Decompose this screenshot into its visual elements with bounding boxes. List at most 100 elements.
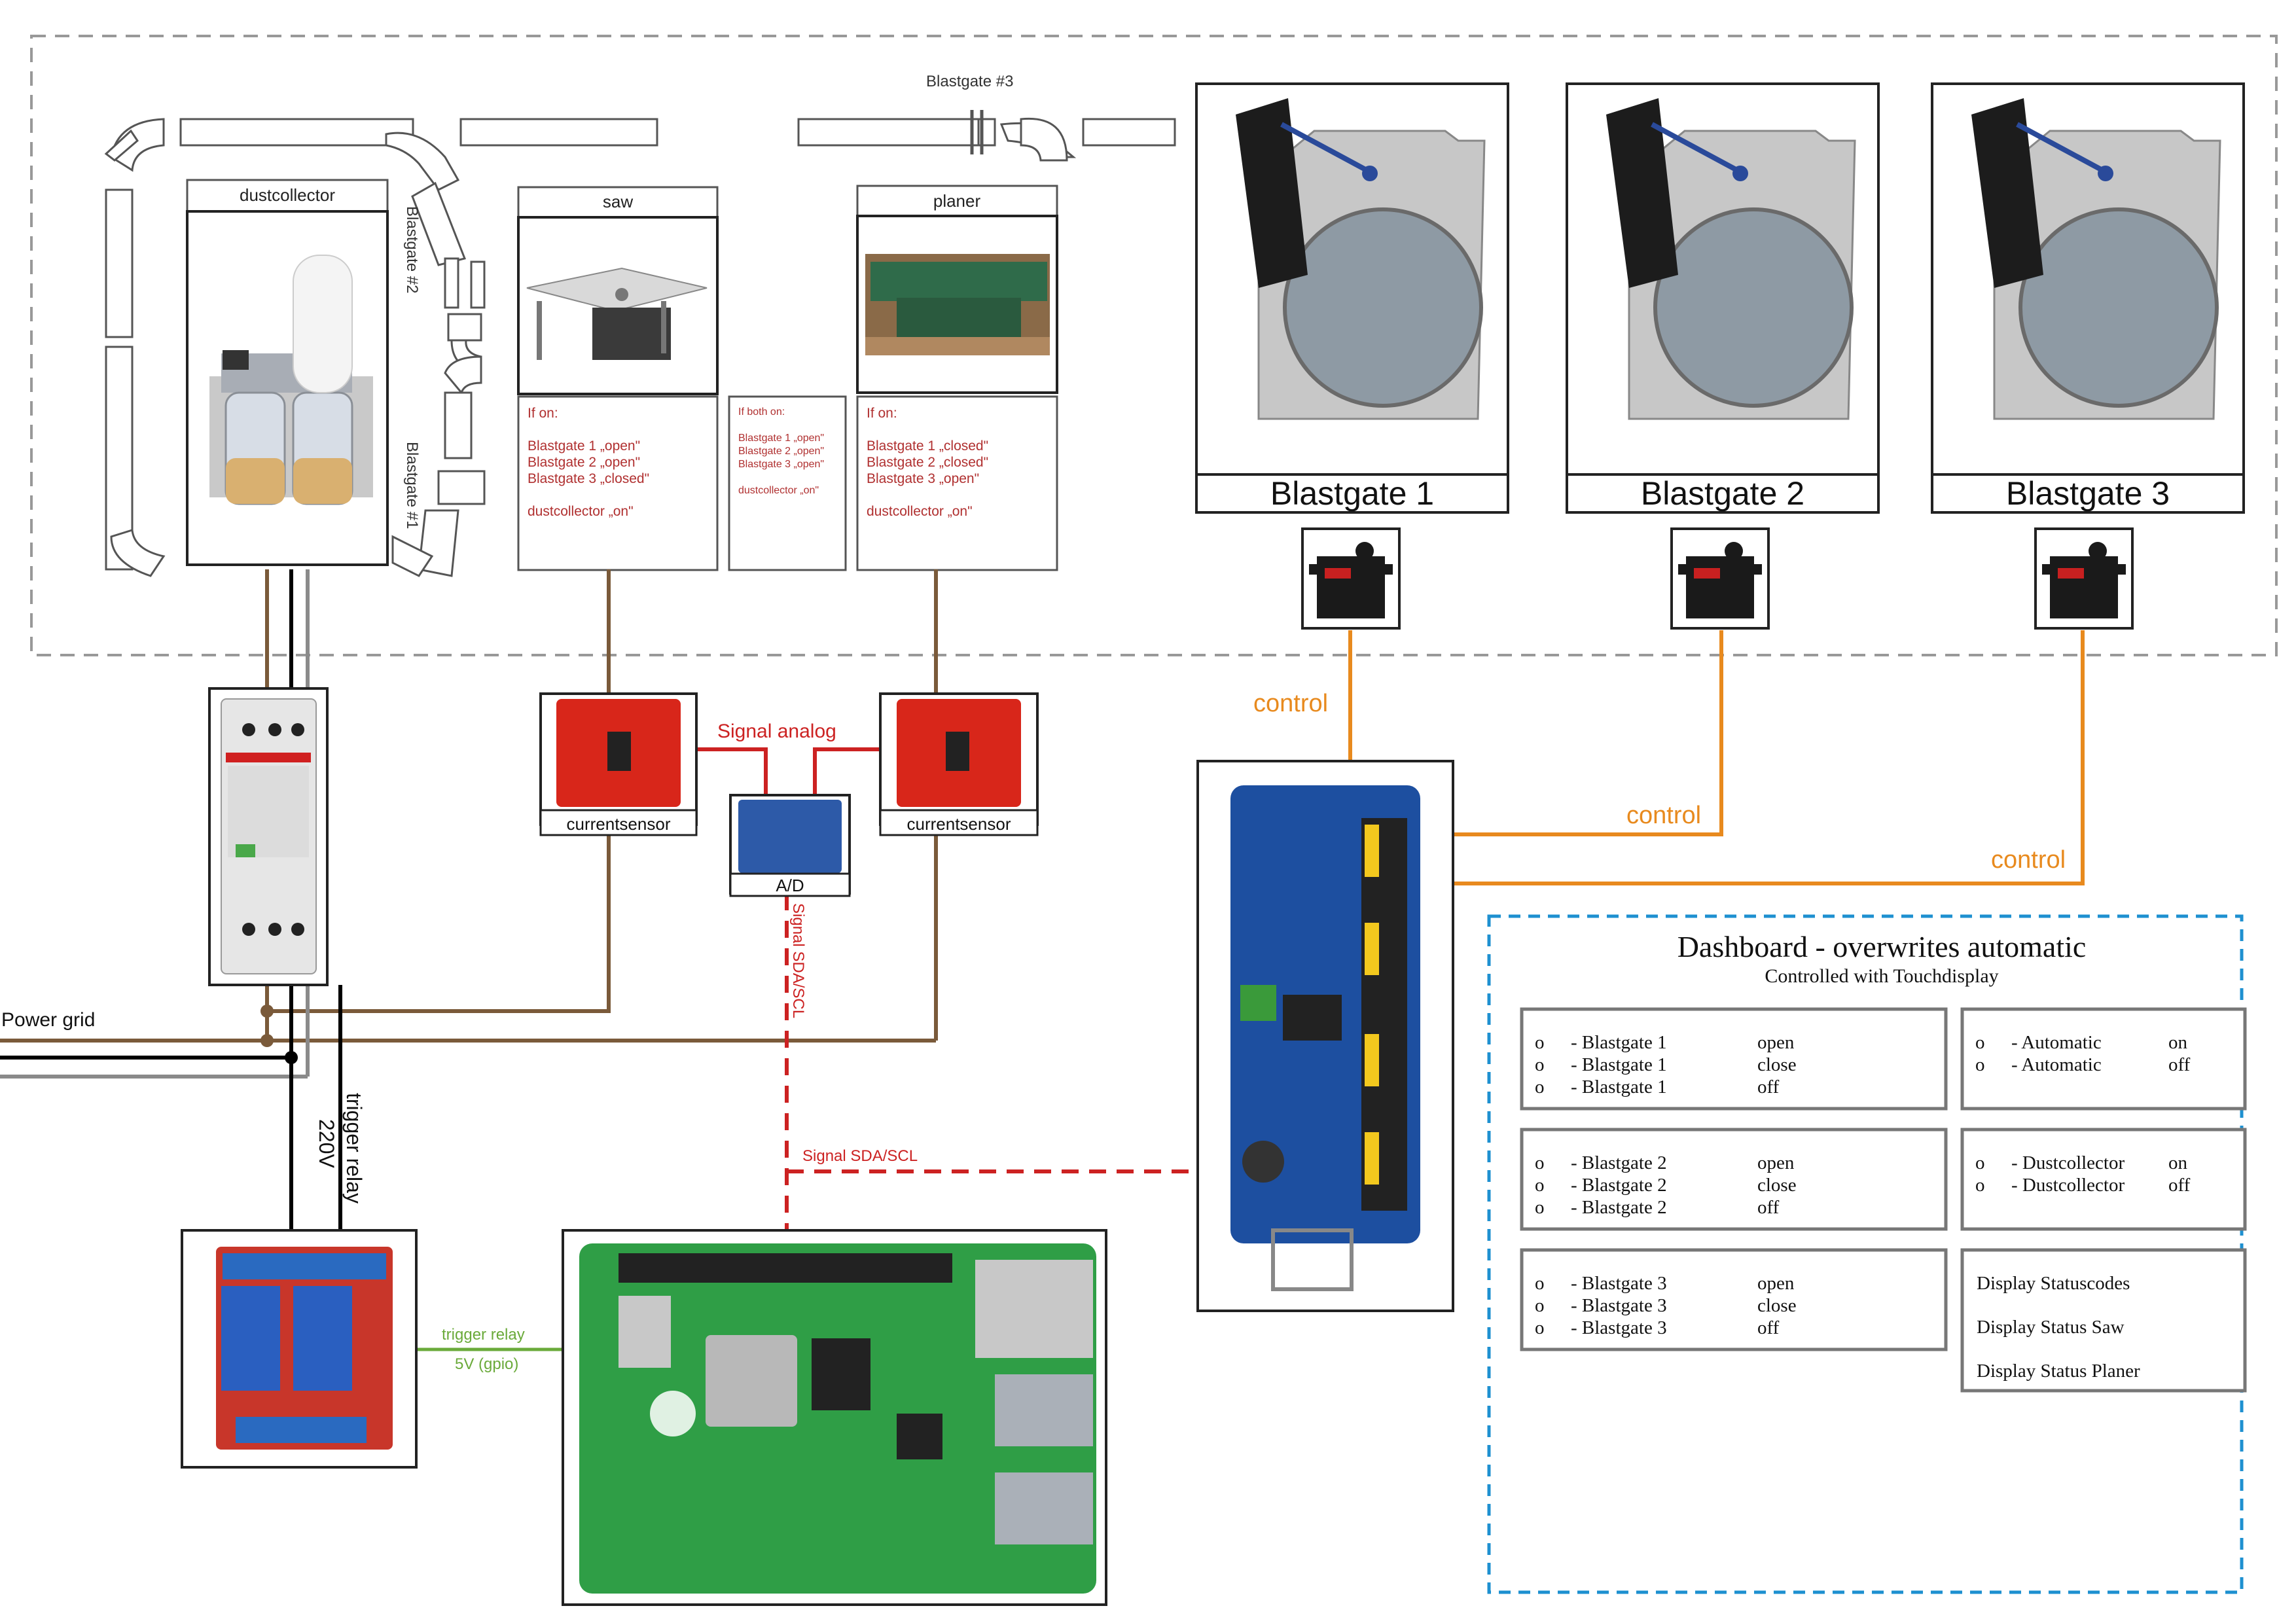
radio-bullet[interactable]: o [1535,1077,1545,1097]
planer-block: planer [856,185,1058,394]
relay [181,1229,418,1469]
logic-line: If on: [867,406,897,421]
dashboard-option[interactable]: o - Blastgate 3 off [1535,1317,1780,1338]
radio-bullet[interactable]: o [1975,1054,1985,1075]
radio-bullet[interactable]: o [1535,1054,1545,1075]
pca9685 [1196,760,1454,1312]
blastgate-2: Blastgate 2 [1566,82,1880,514]
option-name: - Blastgate 2 [1571,1152,1667,1173]
status-display-item[interactable]: Display Statuscodes [1977,1273,2130,1294]
dashboard-option[interactable]: o - Dustcollector on [1975,1152,2188,1173]
radio-bullet[interactable]: o [1535,1152,1545,1173]
logic-line [738,419,741,431]
servo-photo [1309,542,1393,618]
option-state: off [2168,1175,2191,1196]
label-trigger-relay-v: trigger relay [342,1093,366,1204]
option-name: - Blastgate 1 [1571,1032,1667,1053]
pca9685-board-photo [1230,785,1420,1291]
relay-board-photo [216,1247,393,1450]
radio-bullet[interactable]: o [1975,1032,1985,1053]
blastgate-label: Blastgate 1 [1270,475,1434,512]
radio-bullet[interactable]: o [1535,1273,1545,1294]
option-state: off [1757,1077,1780,1097]
label-signal-analog: Signal analog [717,721,836,742]
label-control-3: control [1991,846,2066,874]
radio-bullet[interactable]: o [1975,1152,1985,1173]
status-display-item[interactable]: Display Status Planer [1977,1361,2140,1382]
servo-1 [1301,527,1401,630]
dashboard-title: Dashboard - overwrites automatic [1677,930,2087,963]
radio-bullet[interactable]: o [1975,1175,1985,1196]
logic-line: Blastgate 1 „open" [738,433,824,444]
radio-bullet[interactable]: o [1535,1295,1545,1316]
contactor-photo [221,698,317,974]
logic-planer: If on: Blastgate 1 „closed"Blastgate 2 „… [856,395,1058,571]
label-control-1: control [1253,690,1328,717]
logic-line [738,472,741,483]
servo-2 [1670,527,1770,630]
logic-line: Blastgate 3 „open" [867,471,979,486]
power-wires [0,569,938,1230]
option-state: on [2168,1032,2188,1053]
blastgate-label: Blastgate 3 [2006,475,2170,512]
saw-block: saw [517,186,719,395]
dustcollector-title: dustcollector [240,185,335,205]
current-sensor-left: currentsensor [539,692,698,836]
radio-bullet[interactable]: o [1535,1197,1545,1218]
logic-both: If both on: Blastgate 1 „open" Blastgate … [728,395,847,571]
logic-line: Blastgate 2 „open" [738,446,824,457]
adc-board-photo [738,800,842,873]
label-control-2: control [1626,802,1701,829]
logic-line: If both on: [738,406,785,418]
label-power-grid: Power grid [1,1009,95,1031]
radio-bullet[interactable]: o [1535,1175,1545,1196]
servo-photo [1678,542,1762,618]
label-blastgate-v2: Blastgate #2 [403,206,421,293]
blastgates: Blastgate 1 Blastgate 2 Blastgate 3 [1195,82,2245,630]
logic-line: Blastgate 2 „open" [528,455,640,470]
svg-text:If both on: Blastgate 1 „open": If both on: Blastgate 1 „open" Blastgate … [738,406,824,496]
status-display-item[interactable]: Display Status Saw [1977,1317,2125,1338]
servo-photo [2042,542,2126,618]
logic-line [528,488,531,503]
current-sensor-right: currentsensor [879,692,1039,836]
option-name: - Dustcollector [2011,1152,2125,1173]
label-blastgate-v1: Blastgate #1 [403,442,421,529]
contactor [208,687,329,986]
label-signal-sda-h: Signal SDA/SCL [802,1147,918,1165]
logic-line [528,422,531,437]
radio-bullet[interactable]: o [1535,1032,1545,1053]
current-sensor-right-label: currentsensor [907,814,1011,834]
current-sensor-left-label: currentsensor [567,814,671,834]
option-name: - Automatic [2011,1054,2102,1075]
logic-line: Blastgate 1 „closed" [867,438,988,454]
saw-title: saw [603,192,633,211]
option-state: off [1757,1317,1780,1338]
logic-line: dustcollector „on" [528,504,634,519]
label-trigger-relay-h: trigger relay [442,1326,525,1344]
option-state: close [1757,1295,1797,1316]
planer-title: planer [933,191,981,211]
option-name: - Blastgate 3 [1571,1317,1667,1338]
option-name: - Blastgate 2 [1571,1197,1667,1218]
option-state: on [2168,1152,2188,1173]
label-220v: 220V [315,1119,338,1168]
logic-line: dustcollector „on" [867,504,973,519]
radio-bullet[interactable]: o [1535,1317,1545,1338]
